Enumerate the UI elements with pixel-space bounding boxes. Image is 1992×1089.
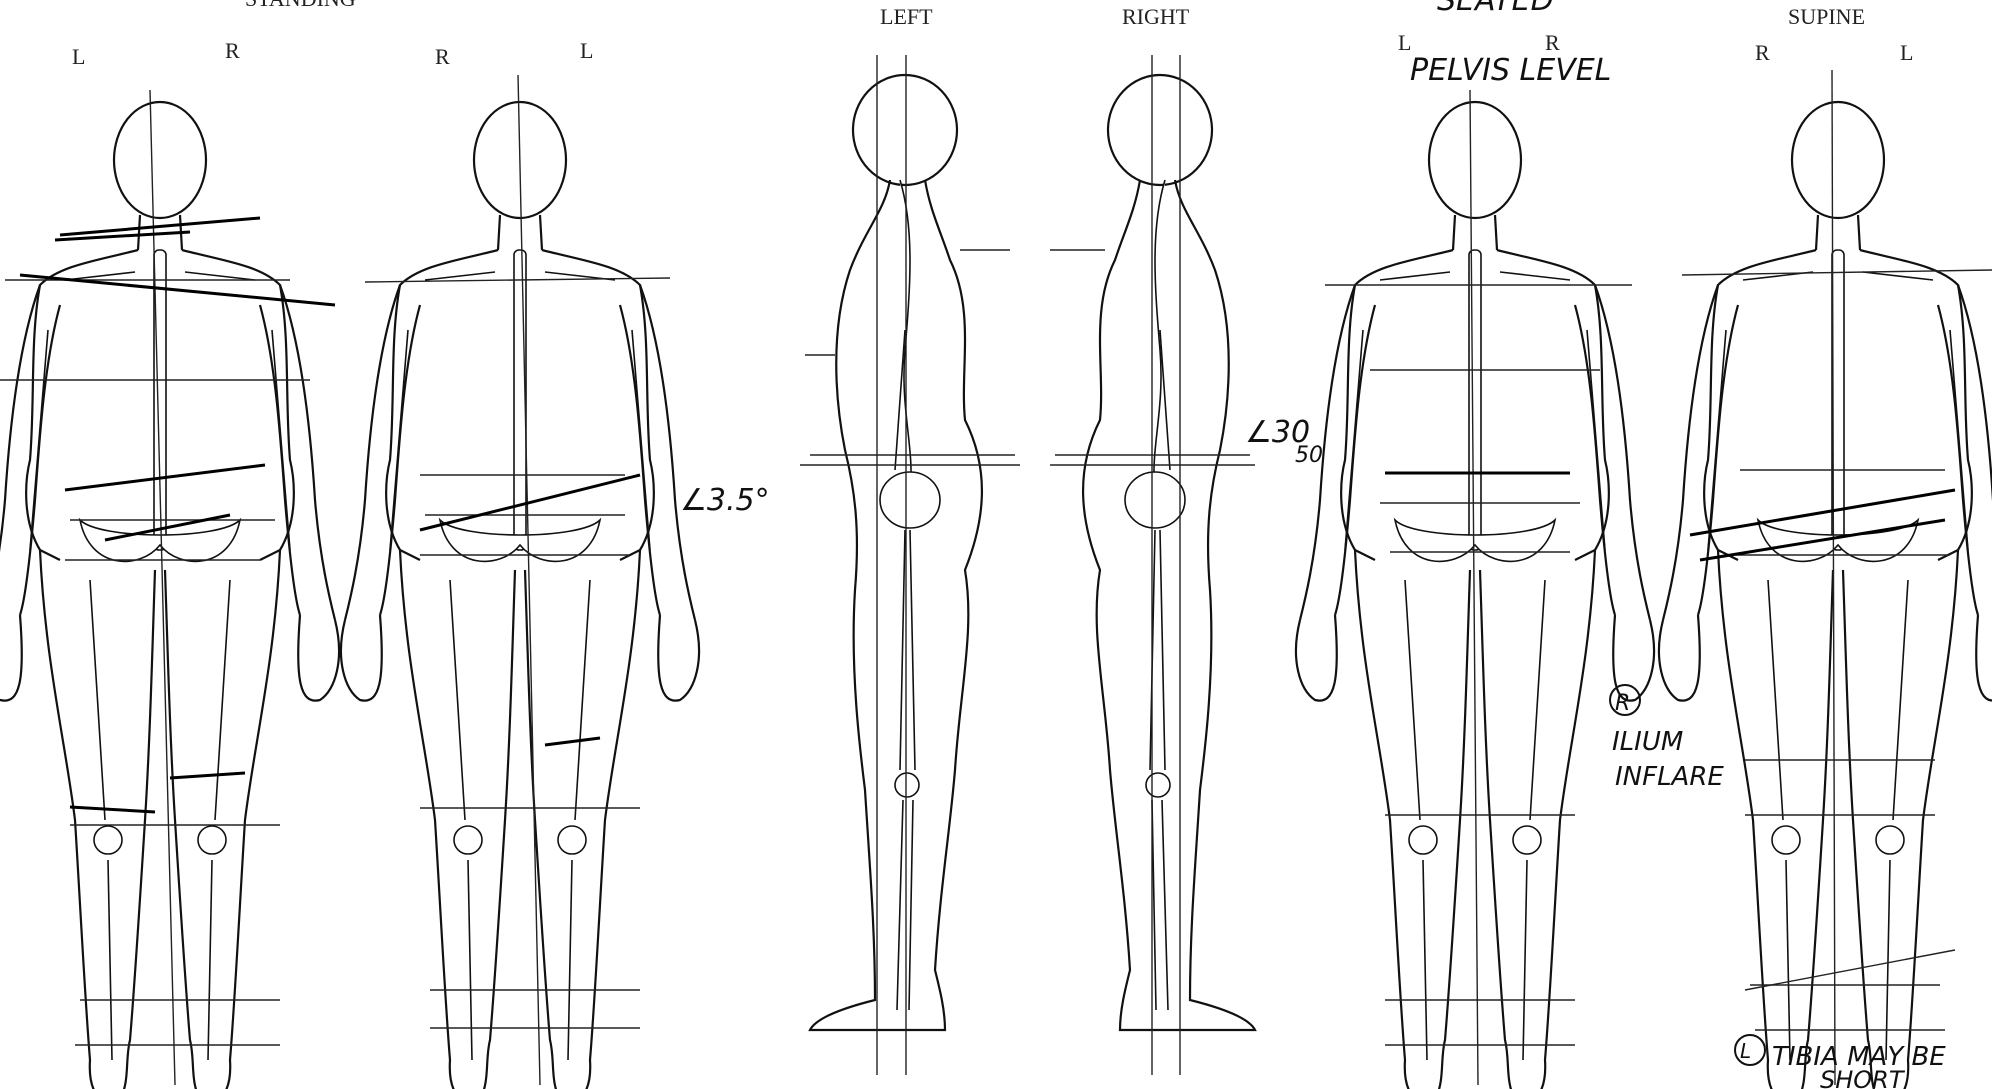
figure-standing-posterior <box>0 90 339 1089</box>
fig1-right-letter: R <box>225 38 240 63</box>
angle-note-side-bottom: 50 <box>1295 443 1323 468</box>
ilium-note: R ILIUM INFLARE <box>1610 685 1724 792</box>
pelvis-level-note: PELVIS LEVEL <box>1410 53 1611 88</box>
ilium-note-circle: R <box>1615 691 1630 716</box>
tibia-note-circle: L <box>1740 1039 1751 1063</box>
figure-left-lateral <box>800 55 1020 1075</box>
fig2-right-letter: L <box>580 38 593 63</box>
right-view-title: RIGHT <box>1122 4 1190 29</box>
figure-seated-posterior <box>1296 90 1654 1089</box>
supine-title: SUPINE <box>1788 4 1865 29</box>
fig5-left-letter: L <box>1398 30 1411 55</box>
fig1-left-letter: L <box>72 44 85 69</box>
fig6-right-letter: L <box>1900 40 1913 65</box>
seated-title: SEATED <box>1437 0 1554 18</box>
fig2-left-letter: R <box>435 44 450 69</box>
tibia-note-line2: SHORT <box>1820 1066 1906 1089</box>
standing-title: STANDING <box>245 0 356 11</box>
fig5-right-letter: R <box>1545 30 1560 55</box>
angle-note-front: ∠3.5° <box>680 483 770 518</box>
fig6-left-letter: R <box>1755 40 1770 65</box>
figure-right-lateral <box>1050 55 1255 1075</box>
figure-supine <box>1659 70 1992 1089</box>
figure-standing-anterior <box>341 75 699 1089</box>
ilium-note-line1: ILIUM <box>1612 727 1683 757</box>
ilium-note-line2: INFLARE <box>1615 762 1724 792</box>
left-view-title: LEFT <box>880 4 933 29</box>
